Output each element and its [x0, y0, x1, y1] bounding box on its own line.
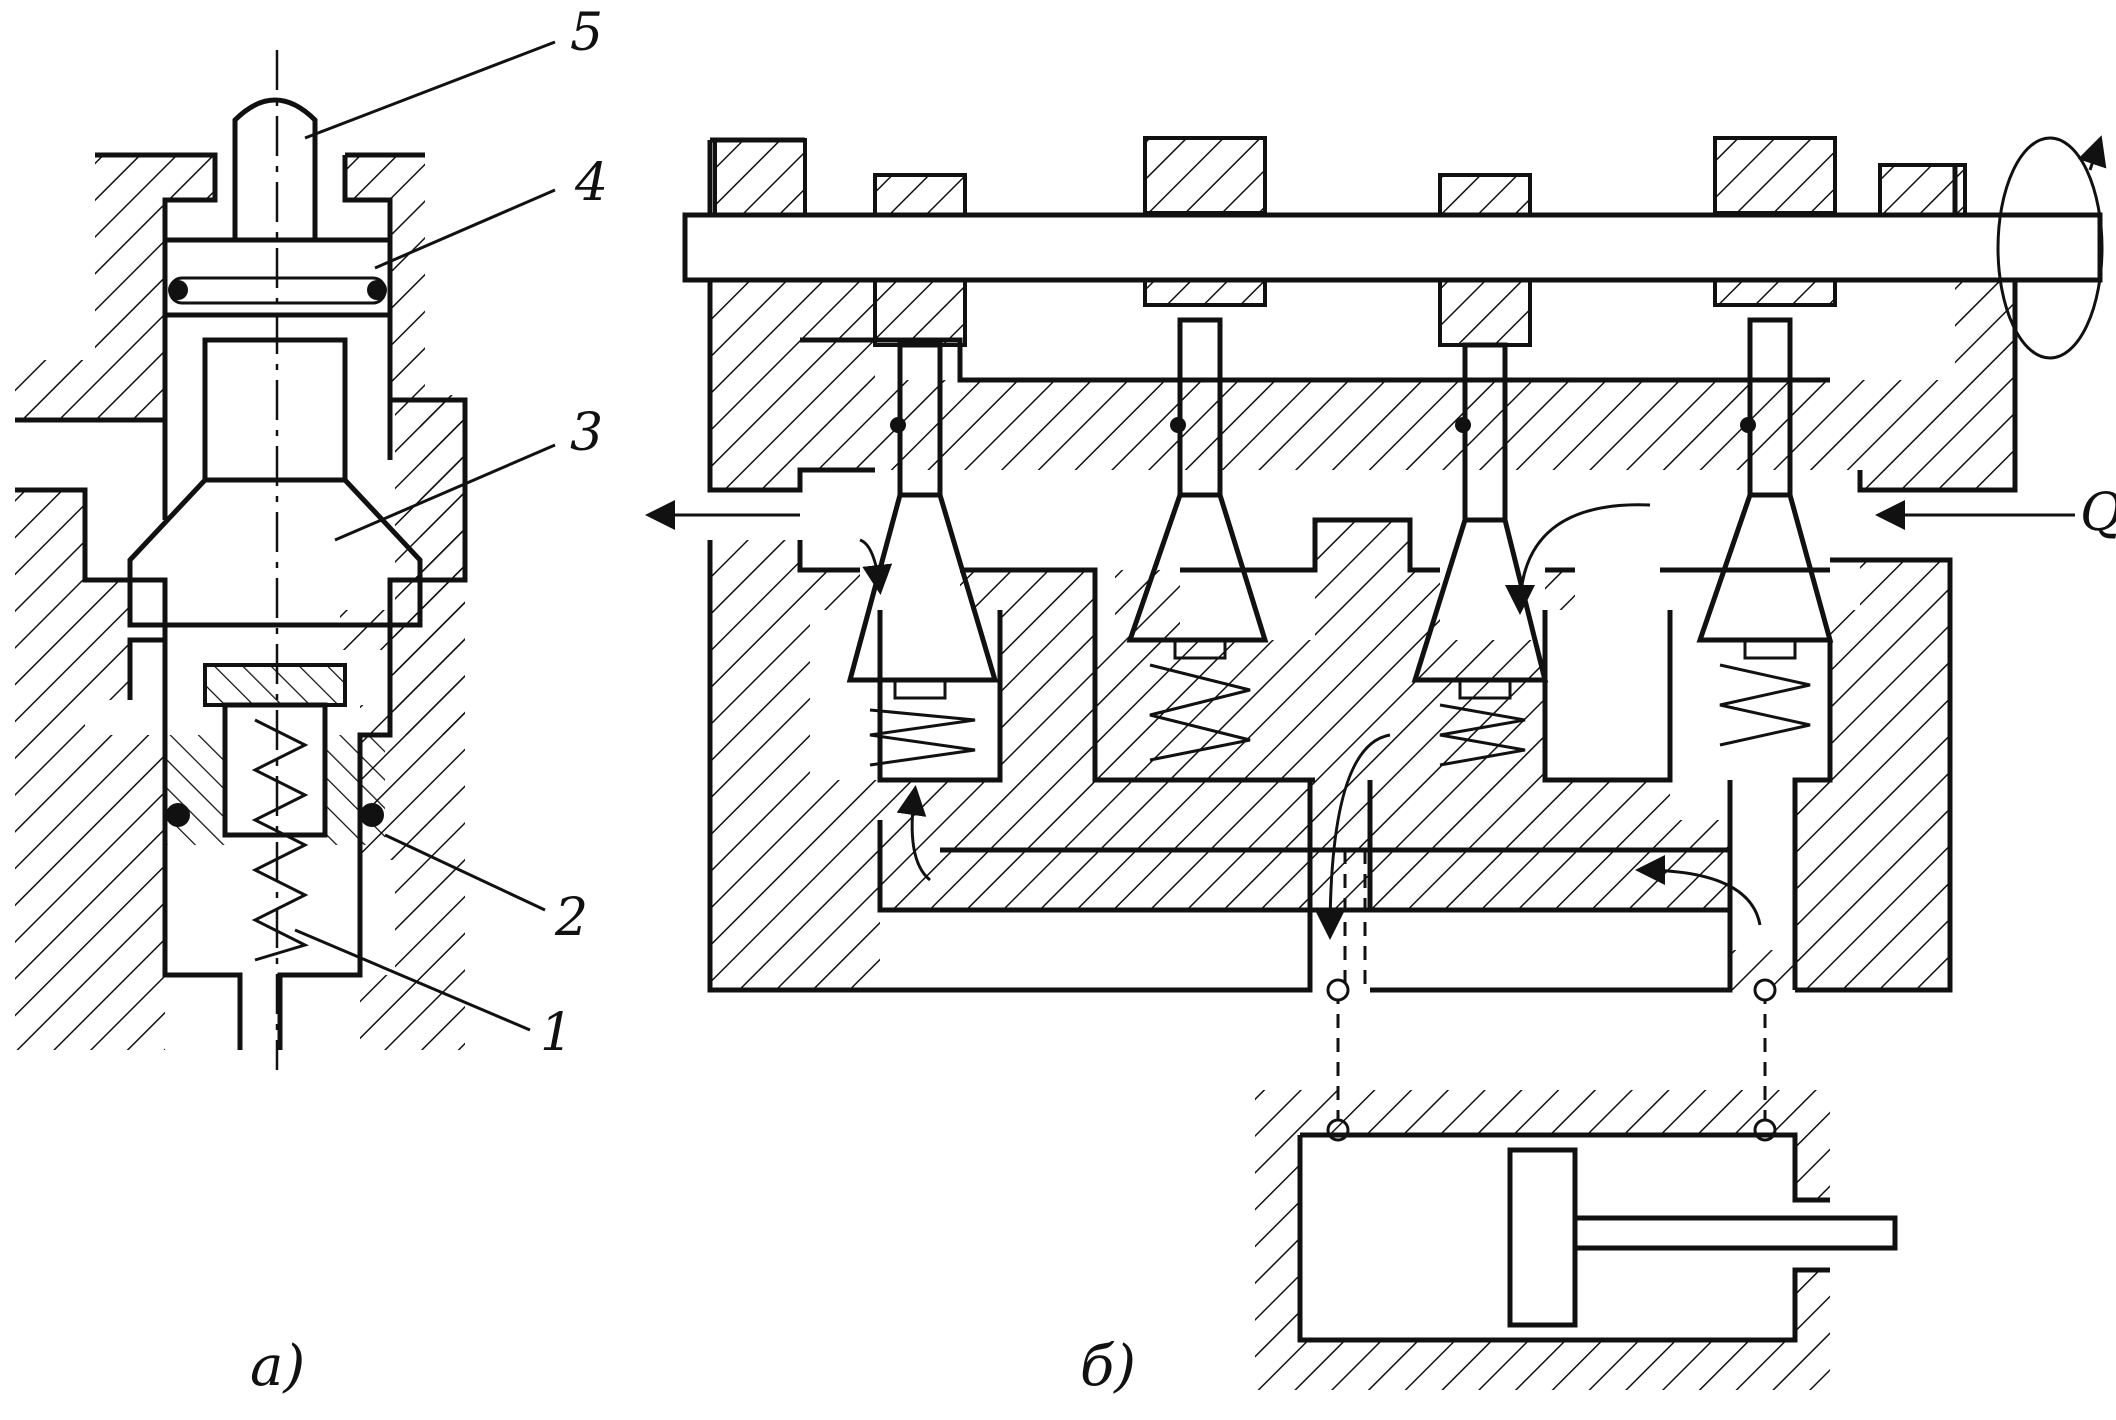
bearing [1438, 173, 1532, 217]
bearing [1713, 136, 1837, 215]
callout-5: 5 [570, 3, 603, 63]
spring-seat-2 [203, 663, 347, 707]
caption-a: a) [250, 1334, 305, 1399]
valve-2 [1126, 317, 1269, 762]
valve-3 [1411, 342, 1549, 767]
bearing [873, 173, 967, 217]
bearing [1878, 163, 1967, 217]
callout-2: 2 [554, 888, 588, 948]
callout-1: 1 [540, 1003, 573, 1063]
poppet-3 [127, 477, 423, 628]
callout-3: 3 [570, 403, 603, 463]
housing-left-lower [15, 490, 165, 1050]
valve-body [710, 280, 2015, 490]
bearing [713, 138, 807, 217]
caption-b: б) [1080, 1334, 1136, 1399]
valve-4 [1696, 317, 1834, 747]
flow-label-q: Q [2080, 483, 2116, 543]
bearing [1143, 136, 1267, 215]
spring-1 [251, 718, 310, 962]
part-a-valve: 5 4 3 2 1 a) [15, 3, 608, 1399]
camshaft [682, 212, 2103, 283]
valve-1 [846, 342, 999, 767]
part-b-valve-block: Q б) [645, 135, 2116, 1399]
actuator-cylinder [1255, 1090, 1898, 1390]
callout-4: 4 [574, 153, 608, 213]
